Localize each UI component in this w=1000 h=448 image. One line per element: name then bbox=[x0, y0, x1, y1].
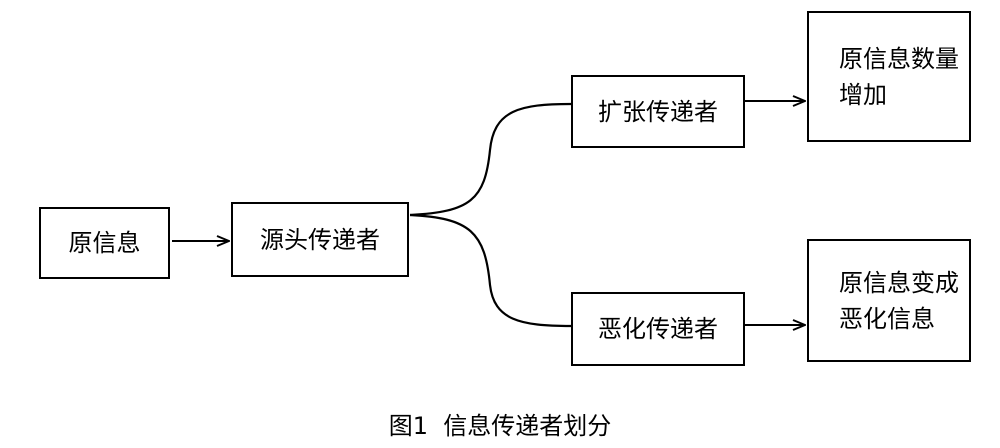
node-result-increase-line-2: 增加 bbox=[839, 80, 887, 109]
node-result-increase-line-1: 原信息数量 bbox=[839, 44, 959, 73]
node-result-worsen: 原信息变成 恶化信息 bbox=[807, 239, 971, 362]
branch-to-expanding bbox=[409, 102, 572, 217]
node-result-worsen-line-2: 恶化信息 bbox=[839, 304, 935, 333]
figure-caption: 图1 信息传递者划分 bbox=[388, 412, 612, 440]
node-expanding-spreader-label: 扩张传递者 bbox=[598, 97, 718, 126]
node-source-info: 原信息 bbox=[39, 207, 170, 279]
node-expanding-spreader: 扩张传递者 bbox=[571, 75, 745, 148]
node-source-spreader: 源头传递者 bbox=[231, 202, 409, 277]
node-worsening-spreader: 恶化传递者 bbox=[571, 292, 745, 366]
node-result-worsen-line-1: 原信息变成 bbox=[839, 268, 959, 297]
node-source-spreader-label: 源头传递者 bbox=[260, 225, 380, 254]
node-source-info-label: 原信息 bbox=[68, 229, 141, 257]
branch-to-worsening bbox=[409, 213, 572, 328]
node-worsening-spreader-label: 恶化传递者 bbox=[598, 315, 718, 343]
node-result-increase: 原信息数量 增加 bbox=[807, 11, 971, 142]
